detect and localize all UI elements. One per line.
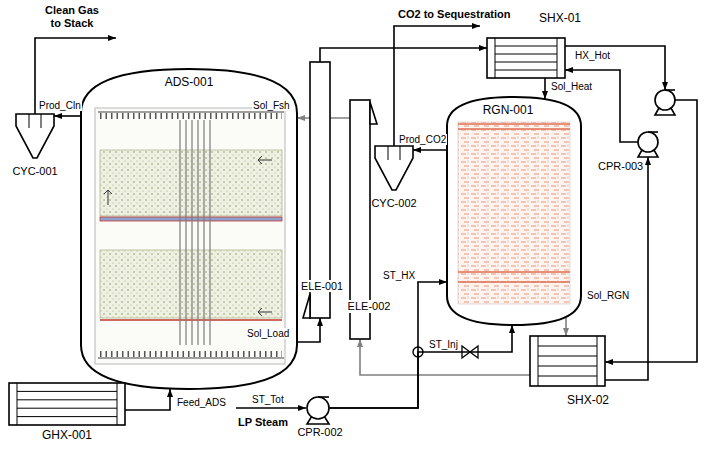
gas-heat-exchanger: GHX-001	[8, 382, 126, 446]
heat-exchanger-shell	[487, 38, 565, 78]
pump-symbol	[655, 90, 675, 110]
regenerator-coil-bank	[458, 122, 570, 304]
bed-support-line	[100, 319, 282, 320]
stream-line	[605, 157, 648, 380]
co2-product-line	[394, 26, 480, 146]
stream-label: Prod_CO2	[398, 134, 447, 145]
lp-steam-line	[236, 407, 306, 409]
regenerator-vessel: RGN-001	[446, 96, 582, 326]
stream-label: Sol_RGN	[586, 290, 630, 301]
pump-discharge	[318, 396, 329, 398]
cyclone-separator: CYC-002	[366, 140, 422, 214]
stream-label: Feed_ADS	[176, 397, 227, 408]
solid-heat-exchanger: SHX-02	[528, 332, 612, 412]
stream-label: ST_Tot	[252, 394, 284, 406]
vessel-outline	[81, 69, 297, 389]
stream-label: Sol_Fsh	[252, 100, 291, 111]
bed-support-plate	[100, 217, 282, 221]
lower-sorbent-bed	[100, 250, 282, 318]
stream-line	[125, 389, 170, 410]
stream-label: Sol_Load	[246, 328, 290, 339]
bucket-elevator: ELE-001	[300, 62, 344, 324]
heat-exchanger-shell	[530, 336, 605, 386]
stream-label: Prod_Cln	[38, 100, 82, 111]
downcomer-tubes	[180, 120, 210, 345]
bottom-distributor-comb	[100, 351, 282, 357]
flow-direction-marks	[104, 156, 272, 316]
equipment-tag: CYC-001	[12, 165, 57, 178]
equipment-tag: CPR-002	[297, 426, 342, 439]
stream-label: Sol_Heat	[550, 81, 593, 92]
gas-distributor-comb	[100, 113, 282, 119]
bucket-elevator: ELE-002	[346, 100, 392, 345]
cyclone-symbol	[375, 146, 413, 190]
heat-exchanger-tubes	[538, 336, 597, 386]
stream-line	[544, 78, 546, 99]
stream-label: ST_Inj	[428, 339, 459, 350]
regenerator-headers	[458, 124, 570, 282]
stream-line	[605, 100, 697, 362]
regenerator-vessel-outline	[446, 96, 582, 326]
equipment-tag: ELE-001	[301, 280, 343, 292]
steam-compressor-outline	[292, 392, 348, 454]
heat-exchanger-tubes	[17, 383, 117, 425]
elevator-boot	[303, 294, 310, 318]
equipment-tag: ADS-001	[165, 76, 214, 90]
equipment-tag: RGN-001	[483, 104, 534, 118]
upper-sorbent-bed	[100, 150, 282, 216]
steam-compressor: CPR-002	[292, 392, 348, 454]
stream-line	[54, 115, 81, 117]
adsorber-vessel-outline	[80, 68, 298, 390]
equipment-tag: ELE-002	[348, 300, 391, 313]
pump-discharge	[648, 131, 658, 133]
bottom-header	[98, 357, 284, 358]
outlet-label: Clean Gas to Stack	[40, 4, 104, 29]
heat-exchanger-shell	[9, 383, 125, 425]
stream-line	[297, 318, 320, 342]
adsorber-vessel: ADS-001	[80, 68, 298, 390]
equipment-tag: CYC-002	[371, 197, 416, 210]
distributor-header	[98, 111, 284, 112]
equipment-tag: GHX-001	[42, 429, 92, 443]
stream-line	[565, 318, 567, 336]
stream-line	[413, 149, 447, 151]
pump-symbol	[307, 397, 329, 419]
cyclone-separator: CYC-001	[10, 108, 60, 182]
cyclone-symbol	[16, 114, 54, 158]
stream-line	[360, 339, 530, 375]
vessel-outline	[447, 97, 581, 325]
inlet-label: LP Steam	[238, 416, 288, 429]
equipment-tag: CPR-003	[598, 160, 643, 173]
elevator-head	[370, 102, 377, 124]
pump-discharge	[665, 89, 675, 91]
stream-label: ST_HX	[382, 270, 416, 281]
clean-gas-line	[35, 38, 116, 114]
stream-line	[320, 48, 487, 62]
stream-label: HX_Hot	[574, 50, 611, 61]
pump-symbol	[638, 132, 658, 152]
cyclone-vortex-finder	[29, 114, 41, 128]
adsorber-shell-liner	[95, 108, 285, 364]
heat-exchanger-tubes	[495, 38, 557, 78]
outlet-label: CO2 to Sequestration	[398, 8, 510, 21]
circulation-pumps: CPR-003	[596, 86, 704, 176]
equipment-tag: SHX-01	[539, 12, 581, 26]
cyclone-vortex-finder	[388, 146, 400, 160]
equipment-tag: SHX-02	[567, 394, 609, 408]
